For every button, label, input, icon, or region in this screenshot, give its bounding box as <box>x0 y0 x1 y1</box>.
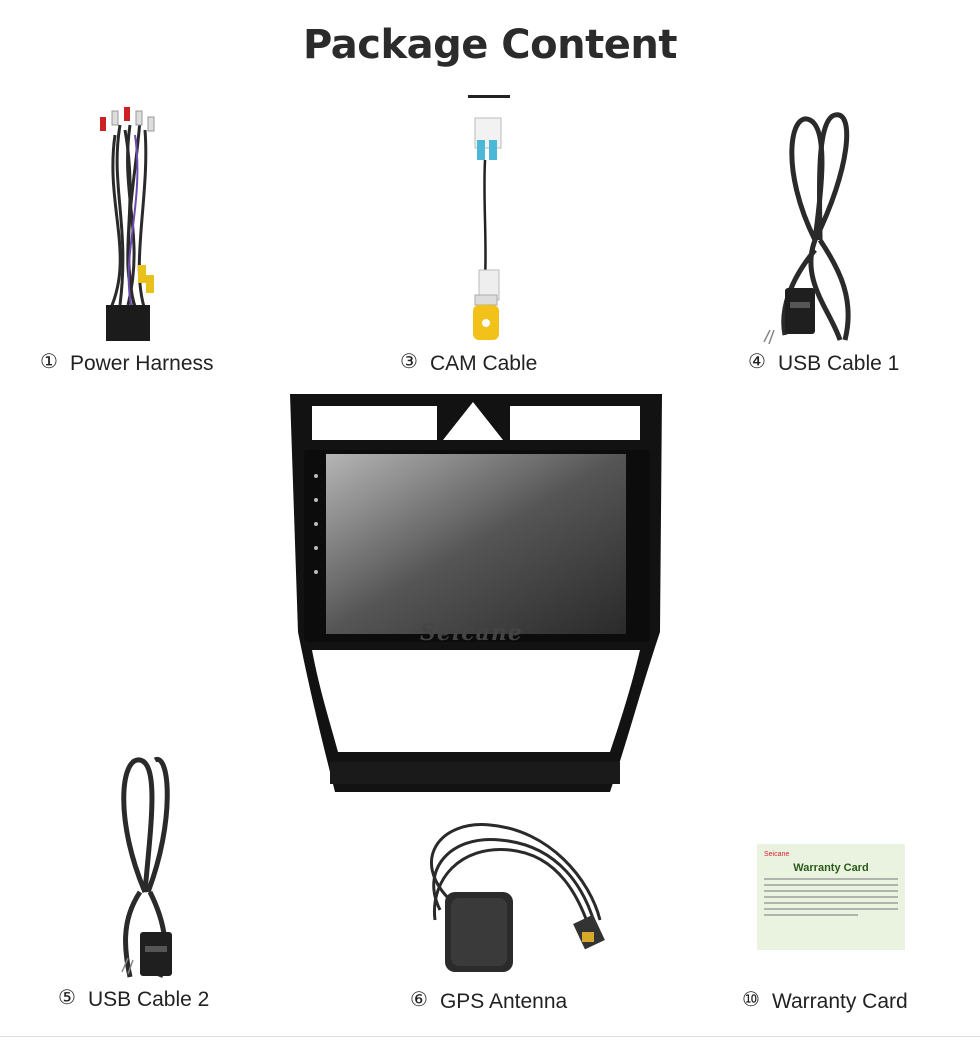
item-number: ⑩ <box>742 989 760 1011</box>
caption-usb-cable-1: ④ USB Cable 1 <box>748 352 899 376</box>
power-harness-image <box>100 107 155 341</box>
item-label: GPS Antenna <box>439 990 568 1013</box>
caption-power-harness: ① Power Harness <box>40 352 214 376</box>
head-unit-brand: Seicane <box>420 620 523 646</box>
item-number: ⑤ <box>58 987 76 1009</box>
text-line <box>764 902 898 904</box>
caption-warranty-card: ⑩ Warranty Card <box>742 990 908 1014</box>
text-line <box>764 908 898 910</box>
warranty-card-title: Warranty Card <box>793 862 869 874</box>
usb-cable-1-image <box>763 112 851 345</box>
text-line <box>764 878 898 880</box>
item-label: USB Cable 2 <box>87 988 210 1011</box>
page-title: Package Content <box>303 22 677 68</box>
text-line <box>764 884 898 886</box>
caption-gps-antenna: ⑥ GPS Antenna <box>410 990 567 1014</box>
text-line <box>764 896 898 898</box>
item-number: ⑥ <box>410 989 428 1011</box>
bottom-divider <box>0 1036 980 1037</box>
item-number: ④ <box>748 351 766 373</box>
head-unit-image <box>290 394 662 792</box>
text-line <box>764 890 898 892</box>
cam-cable-image <box>473 117 502 340</box>
warranty-card-brand: Seicane <box>764 851 790 858</box>
title-divider <box>468 95 510 98</box>
caption-cam-cable: ③ CAM Cable <box>400 352 537 376</box>
text-line <box>764 914 858 916</box>
warranty-card-image: Seicane Warranty Card <box>757 844 905 950</box>
item-label: USB Cable 1 <box>777 352 900 375</box>
item-label: Warranty Card <box>771 990 908 1013</box>
item-number: ① <box>40 351 58 373</box>
item-label: CAM Cable <box>429 352 538 375</box>
caption-usb-cable-2: ⑤ USB Cable 2 <box>58 988 209 1012</box>
item-label: Power Harness <box>69 352 214 375</box>
gps-antenna-image <box>430 823 605 972</box>
usb-cable-2-image <box>121 757 172 978</box>
item-number: ③ <box>400 351 418 373</box>
